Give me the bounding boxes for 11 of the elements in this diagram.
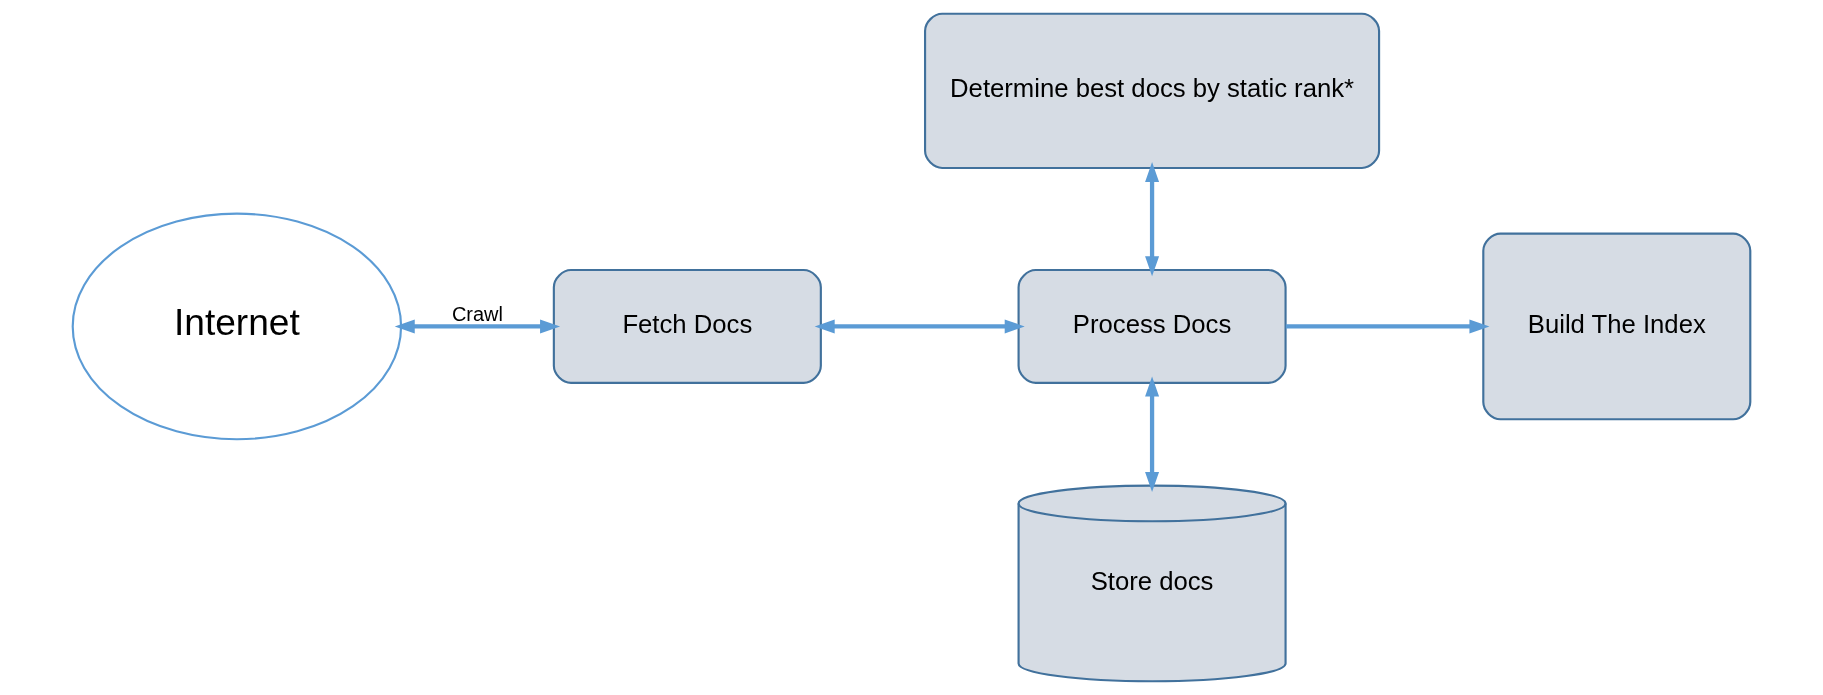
- node-ellipse: Internet: [71, 212, 403, 441]
- arrow: [1145, 162, 1160, 277]
- arrow: [394, 319, 561, 334]
- edge-label: Crawl: [451, 303, 503, 326]
- node-box: Process Docs: [1017, 269, 1287, 384]
- node-box: Fetch Docs: [552, 269, 822, 384]
- arrow: [1285, 319, 1490, 334]
- arrow: [814, 319, 1025, 334]
- node-box: Build The Index: [1482, 232, 1752, 421]
- arrow: [1145, 376, 1160, 493]
- node-box: Determine best docs by static rank*: [924, 12, 1381, 170]
